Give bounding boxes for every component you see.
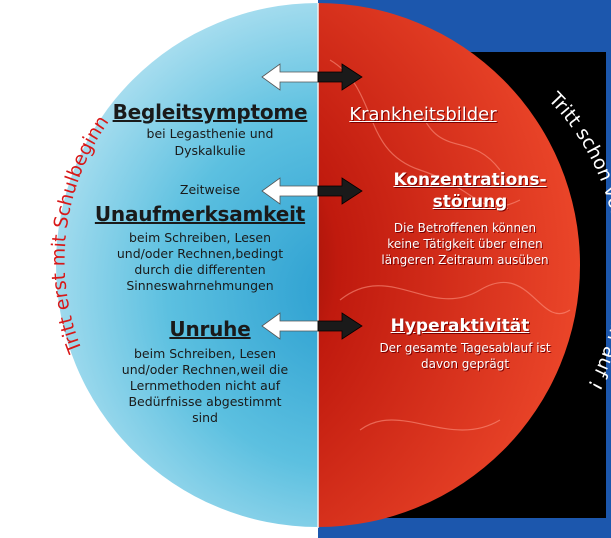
unaufmerksamkeit-line: durch die differenten bbox=[134, 262, 266, 277]
lightning-texture bbox=[329, 59, 571, 431]
right-arrow-icon bbox=[317, 63, 363, 91]
konzentration-line: längeren Zeitraum ausüben bbox=[381, 253, 549, 267]
begleitsymptome-heading: Begleitsymptome bbox=[112, 100, 308, 124]
arrow-pair-1 bbox=[261, 63, 363, 91]
hyperaktivitaet-line: davon geprägt bbox=[420, 357, 510, 371]
unaufmerksamkeit-line: Sinneswahrnehmungen bbox=[126, 278, 274, 293]
hyperaktivitaet-heading: Hyperaktivität bbox=[390, 316, 530, 336]
unaufmerksamkeit-heading: Unaufmerksamkeit bbox=[94, 202, 306, 226]
unruhe-line: sind bbox=[192, 410, 218, 425]
konzentration-line: keine Tätigkeit über einen bbox=[387, 237, 543, 251]
left-half-circle bbox=[56, 3, 318, 527]
begleitsymptome-line: bei Legasthenie und bbox=[146, 126, 274, 141]
zeitweise-label: Zeitweise bbox=[179, 182, 241, 197]
arrow-pair-2 bbox=[261, 177, 363, 205]
arrow-pair-3 bbox=[261, 312, 363, 340]
krankheitsbilder-heading: Krankheitsbilder bbox=[349, 104, 497, 125]
hyperaktivitaet-line: Der gesamte Tagesablauf ist bbox=[379, 341, 551, 355]
konzentration-heading-1: Konzentrations- bbox=[393, 170, 547, 190]
unruhe-line: und/oder Rechnen,weil die bbox=[121, 362, 289, 377]
unruhe-line: beim Schreiben, Lesen bbox=[133, 346, 277, 361]
right-arrow-icon bbox=[317, 312, 363, 340]
right-half-circle bbox=[318, 3, 580, 527]
right-arrow-icon bbox=[317, 177, 363, 205]
konzentration-line: Die Betroffenen können bbox=[393, 221, 537, 235]
unruhe-heading: Unruhe bbox=[169, 317, 251, 341]
unruhe-line: Bedürfnisse abgestimmt bbox=[128, 394, 282, 409]
konzentration-heading-2: störung bbox=[432, 192, 508, 212]
begleitsymptome-line: Dyskalkulie bbox=[174, 143, 246, 158]
unaufmerksamkeit-line: und/oder Rechnen,bedingt bbox=[116, 246, 284, 261]
unruhe-line: Lernmethoden nicht auf bbox=[129, 378, 281, 393]
unaufmerksamkeit-line: beim Schreiben, Lesen bbox=[128, 230, 272, 245]
